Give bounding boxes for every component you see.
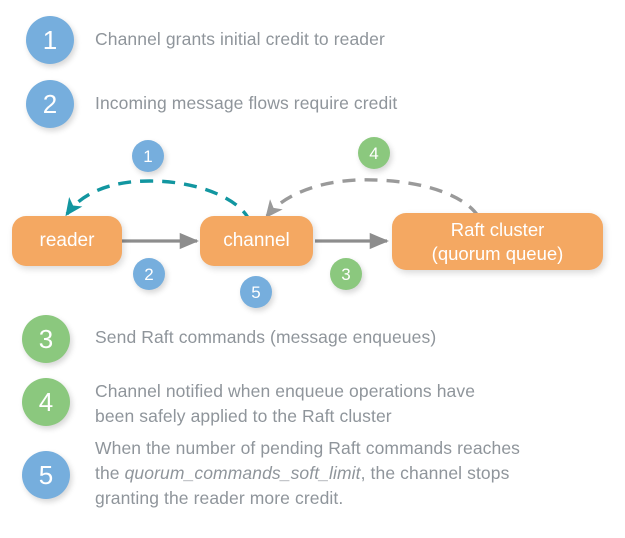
- legend-badge-5: 5: [22, 451, 70, 499]
- marker-raft-command: 3: [330, 258, 362, 290]
- legend-text-5-line3: granting the reader more credit.: [95, 488, 344, 508]
- node-reader-label: reader: [39, 230, 95, 251]
- marker-raft-applied: 4: [358, 137, 390, 169]
- marker-credit-grant: 1: [132, 140, 164, 172]
- legend-text-5-code: quorum_commands_soft_limit: [124, 463, 361, 483]
- edge-raft-to-channel: [265, 178, 480, 219]
- legend-text-1: Channel grants initial credit to reader: [95, 29, 385, 49]
- marker-soft-limit: 5: [240, 276, 272, 308]
- node-reader[interactable]: reader: [12, 216, 122, 266]
- legend-text-5-line2-pre: the: [95, 463, 125, 483]
- legend-text-5: When the number of pending Raft commands…: [95, 436, 623, 511]
- legend-text-3: Send Raft commands (message enqueues): [95, 327, 437, 347]
- legend-text-2: Incoming message flows require credit: [95, 93, 398, 113]
- legend-badge-3: 3: [22, 315, 70, 363]
- legend-text-5-line2-post: , the channel stops: [360, 463, 510, 483]
- legend-badge-4: 4: [22, 378, 70, 426]
- legend-text-4-line2: been safely applied to the Raft cluster: [95, 406, 392, 426]
- legend-text-4-line1: Channel notified when enqueue operations…: [95, 381, 476, 401]
- legend-badge-2: 2: [26, 80, 74, 128]
- node-raft-cluster-label-line2: (quorum queue): [431, 242, 564, 264]
- marker-message-flow: 2: [133, 258, 165, 290]
- node-raft-cluster[interactable]: Raft cluster (quorum queue): [392, 213, 603, 270]
- node-raft-cluster-label-line1: Raft cluster: [450, 218, 545, 240]
- legend-text-4: Channel notified when enqueue operations…: [95, 379, 620, 429]
- legend-text-5-line1: When the number of pending Raft commands…: [95, 438, 521, 458]
- node-channel-label: channel: [223, 230, 290, 251]
- legend-badge-1: 1: [26, 16, 74, 64]
- node-channel[interactable]: channel: [200, 216, 313, 266]
